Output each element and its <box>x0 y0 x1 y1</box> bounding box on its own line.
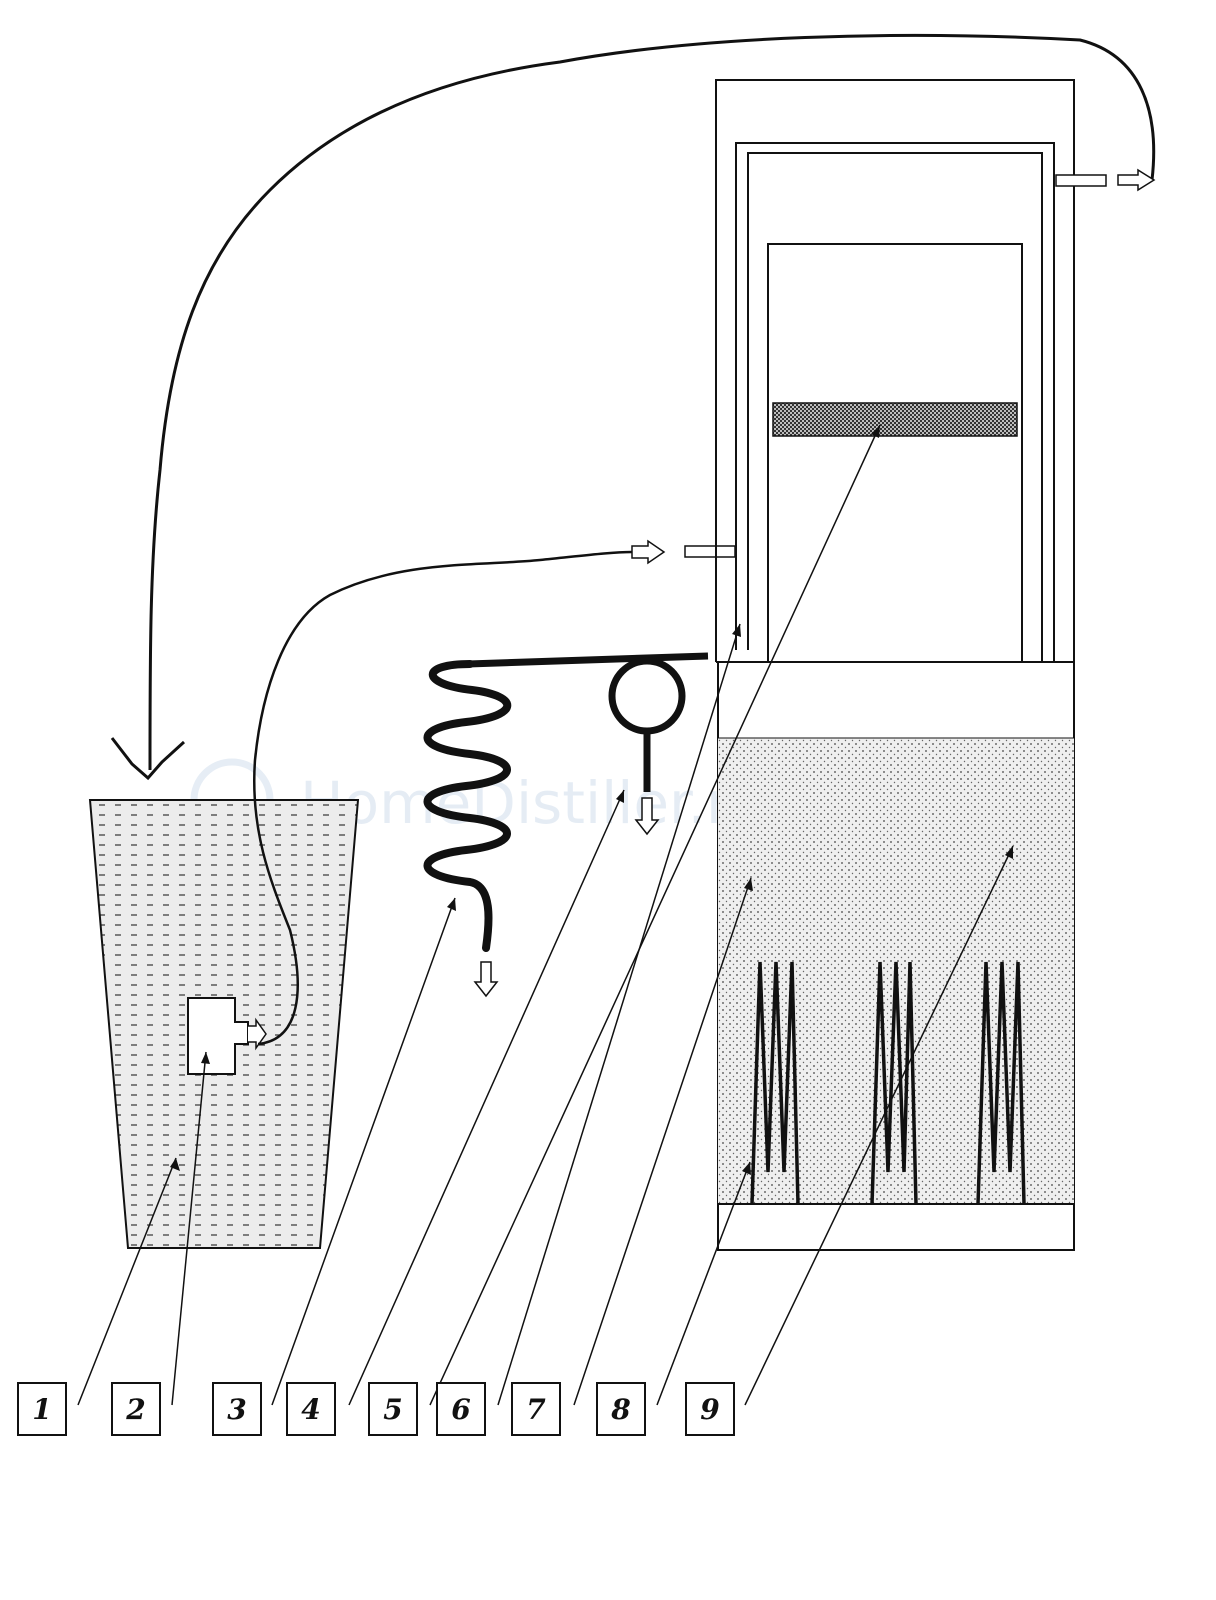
ring-outlet-arrow-icon <box>634 797 660 836</box>
watermark: HomeDistiller.ru <box>190 758 767 842</box>
callout-3: 3 <box>212 1382 262 1436</box>
leader-line-4 <box>348 789 625 1406</box>
callout-label-5: 5 <box>383 1393 402 1426</box>
callout-label-9: 9 <box>700 1393 719 1426</box>
leader-lines <box>77 424 1014 1406</box>
arrow-head-4 <box>616 790 624 803</box>
leader-line-6 <box>497 623 741 1406</box>
callout-label-2: 2 <box>125 1393 145 1426</box>
leader-line-1 <box>77 1157 177 1406</box>
reflux-jacket <box>716 142 1074 663</box>
column-outer-shell <box>715 79 1075 662</box>
coil-condenser <box>423 660 512 952</box>
leader-line-7 <box>573 877 752 1406</box>
arrow-head-1 <box>170 1158 180 1171</box>
heating-element <box>750 961 1026 1205</box>
watermark-text: HomeDistiller.ru <box>300 769 767 837</box>
arrow-head-2 <box>201 1052 210 1064</box>
callout-9: 9 <box>685 1382 735 1436</box>
packing-insert <box>772 402 1018 437</box>
callout-5: 5 <box>368 1382 418 1436</box>
heating-element-2 <box>870 961 918 1205</box>
callout-7: 7 <box>511 1382 561 1436</box>
arrow-head-6 <box>732 624 741 637</box>
takeoff-line <box>467 652 709 668</box>
callout-label-7: 7 <box>526 1393 546 1426</box>
callout-2: 2 <box>111 1382 161 1436</box>
leader-line-8 <box>656 1161 751 1406</box>
jacket-outlet-pipe <box>1055 174 1107 187</box>
callout-label-4: 4 <box>301 1393 320 1426</box>
leader-arrowheads <box>170 425 1013 1175</box>
callout-4: 4 <box>286 1382 336 1436</box>
heating-element-1 <box>750 961 800 1205</box>
callout-1: 1 <box>17 1382 67 1436</box>
heating-element-3 <box>976 961 1026 1205</box>
callout-label-8: 8 <box>610 1393 630 1426</box>
jacket-outlet-arrow-icon <box>1117 168 1156 192</box>
pump-outlet-arrow-icon <box>248 1017 267 1051</box>
cooling-return-hose <box>148 33 1156 771</box>
callout-label-1: 1 <box>32 1393 51 1426</box>
callout-label-6: 6 <box>451 1393 470 1426</box>
cooling-supply-hose <box>253 550 633 1046</box>
leader-line-3 <box>271 897 456 1406</box>
arrow-head-8 <box>742 1162 751 1175</box>
hose-end-icon <box>110 737 186 781</box>
coil-outlet-arrow-icon <box>473 961 499 998</box>
ring-pipe <box>608 657 686 792</box>
arrow-head-5 <box>871 425 880 438</box>
leader-line-9 <box>744 845 1014 1406</box>
leader-line-5 <box>429 424 881 1406</box>
leader-line-2 <box>171 1051 207 1406</box>
inner-column <box>767 243 1023 662</box>
callout-8: 8 <box>596 1382 646 1436</box>
callout-label-3: 3 <box>227 1393 246 1426</box>
jacket-inlet-arrow-icon <box>631 539 666 565</box>
arrow-head-7 <box>744 878 753 891</box>
jacket-inlet-pipe <box>684 545 736 558</box>
callout-6: 6 <box>436 1382 486 1436</box>
arrow-head-3 <box>447 898 456 911</box>
arrow-head-9 <box>1005 846 1013 859</box>
